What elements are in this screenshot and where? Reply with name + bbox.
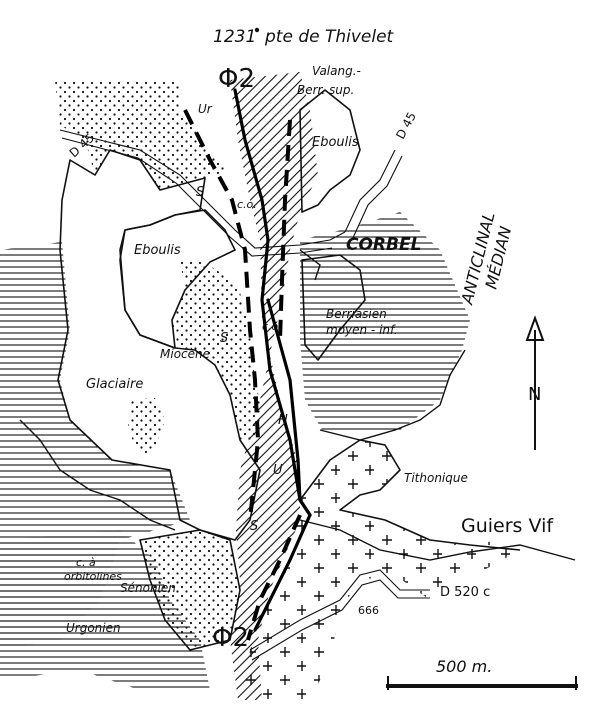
glaciaire-label: Glaciaire bbox=[86, 377, 143, 392]
north-label: N bbox=[528, 384, 541, 405]
fault-south bbox=[253, 513, 312, 632]
scale-label: 500 m. bbox=[436, 657, 492, 676]
road-d45-west bbox=[59, 129, 346, 249]
river-guiers-vif bbox=[299, 519, 576, 561]
h-label: H bbox=[278, 413, 288, 428]
guiers-vif-label: Guiers Vif bbox=[461, 515, 554, 537]
tithonique-label: Tithonique bbox=[404, 471, 468, 485]
miocene-label: Miocène bbox=[160, 347, 210, 361]
scale-bar bbox=[386, 676, 578, 690]
spot-height-label: 666 bbox=[358, 604, 379, 617]
orbitolines-label-1: c. à bbox=[76, 556, 96, 569]
d45-east-label: D 45 bbox=[393, 110, 419, 142]
s1-label: S bbox=[196, 185, 204, 200]
eboulis-left-outline bbox=[119, 209, 236, 349]
fault-east bbox=[266, 298, 312, 517]
eboulis-top-outline bbox=[299, 89, 361, 213]
valanginien-label: Valang.- bbox=[312, 64, 361, 78]
north-arrow bbox=[525, 315, 545, 450]
phi-bottom-label: Φ2 bbox=[212, 623, 249, 653]
ur-label: Ur bbox=[198, 102, 213, 116]
road-d520-edge bbox=[251, 579, 430, 661]
river-corbel bbox=[299, 249, 321, 281]
eboulis-left-label: Eboulis bbox=[134, 243, 181, 258]
river-east bbox=[319, 349, 466, 441]
eboulis-top-label: Eboulis bbox=[312, 135, 359, 150]
berriasien-sup-label: Berr. sup. bbox=[297, 83, 354, 97]
berriasien-moyen-label-1: Berriasien bbox=[326, 307, 387, 321]
dotted-zone-left bbox=[128, 398, 165, 455]
senonien-outline bbox=[139, 529, 241, 651]
fault-dashed-south bbox=[246, 514, 302, 641]
tithonique-outline bbox=[299, 439, 521, 551]
berriasien-outline bbox=[301, 254, 366, 361]
u-label: U bbox=[273, 463, 283, 478]
senonien-label: Sénonien bbox=[120, 581, 176, 595]
berriasien-moyen-label-2: moyen - inf. bbox=[326, 323, 398, 337]
fault-main bbox=[233, 88, 312, 517]
orbitolines-label-2: orbitolines bbox=[64, 570, 122, 583]
place-label: pte de Thivelet bbox=[264, 27, 395, 47]
urgonien-label: Urgonien bbox=[66, 621, 121, 635]
phi-top-label: Φ2 bbox=[218, 64, 255, 94]
striped-zone-east bbox=[300, 212, 470, 430]
fault-dashed-east bbox=[278, 119, 292, 341]
road-d520 bbox=[249, 569, 430, 651]
glaciaire-outline bbox=[57, 149, 261, 541]
s3-label: S bbox=[250, 519, 258, 534]
corbel-label: CORBEL bbox=[346, 235, 421, 255]
dotted-zone-nw bbox=[55, 80, 230, 190]
co1-label: c.o. bbox=[237, 198, 257, 211]
s2-label: S bbox=[220, 331, 228, 346]
co2-label: c.o. bbox=[262, 320, 282, 333]
river-west bbox=[19, 419, 176, 531]
road-d45-east bbox=[344, 149, 396, 233]
d520-label: D 520 c bbox=[440, 585, 490, 600]
road-d45-east-edge bbox=[351, 155, 403, 241]
dotted-zone-center bbox=[172, 260, 262, 440]
summit-marker bbox=[254, 27, 260, 33]
fault-dashed-west bbox=[183, 109, 261, 521]
elevation-label: 1231 bbox=[213, 27, 256, 47]
